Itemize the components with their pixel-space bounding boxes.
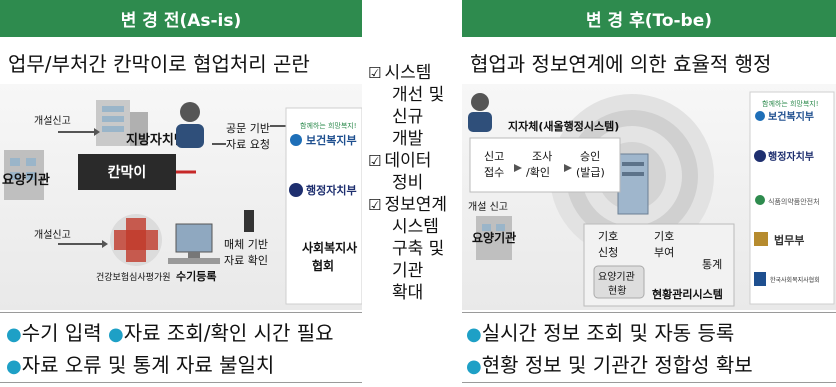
status-line-1: 요양기관 [598,271,635,283]
as-is-diagram: 지방자치단체 요양기관 칸막이 개설신고 개설신고 건강보험심사평가원 공문 기… [2,100,362,305]
local-gov-person-icon [468,93,492,132]
mohw-slogan: 함께하는 희망복지! [762,99,819,108]
as-is-subtitle: 업무/부처간 칸막이로 협업처리 곤란 [8,52,310,76]
manual-entry-label: 수기등록 [176,269,216,283]
as-is-issue-1: 수기 입력 [21,321,102,345]
check-item-2-line-2: 정비 [392,173,424,193]
local-gov-building-icon [96,100,148,146]
code-apply-line-1: 기호 [598,230,618,243]
as-is-bottom-rule [0,382,362,383]
care-org-label: 요양기관 [2,172,50,188]
to-be-header: 변 경 후(To-be) [462,0,836,37]
step-approve-line-1: 승인 [580,150,600,163]
code-assign-line-2: 부여 [654,246,674,259]
officer-person-icon [176,102,204,148]
assoc-line-1: 사회복지사 [302,240,357,255]
as-is-divider [0,312,362,313]
check-item-3-line-2: 시스템 [392,217,439,237]
bullet-dot-icon: ● [108,324,124,345]
hira-logo-icon [110,214,162,266]
mohw-logo-icon [290,134,302,146]
barrier-block [78,154,176,190]
mohw-logo-icon [755,111,765,121]
checkbox-icon: ☑ [368,64,382,82]
status-db-icon [593,265,645,299]
status-system-label: 현황관리시스템 [652,287,723,301]
org-mfds: 식품의약품안전처 [768,197,820,206]
to-be-diagram: 지자체(새올행정시스템) 신고 접수 조사 /확인 승인 (발급) 개설 신고 … [468,91,835,307]
step-check-line-1: 조사 [532,150,552,163]
usb-icon [244,210,254,232]
flow-arrow-2 [564,164,572,172]
server-icon [617,153,649,215]
to-be-benefit-1: 실시간 정보 조회 및 자동 등록 [481,321,735,345]
stats-label: 통계 [702,258,722,271]
check-item-3-line-5: 확대 [392,283,424,303]
mois-logo-icon [754,150,766,162]
assoc-line-2: 협회 [312,258,334,273]
report-arrowhead-2 [102,240,108,248]
kasw-logo-icon [754,272,766,286]
step-receive-line-1: 신고 [484,150,504,163]
doc-request-line-1: 공문 기반 [226,122,270,135]
check-item-3-line-1: 정보연계 [384,195,448,215]
bullet-dot-icon: ● [6,324,22,345]
to-be-bottom-rule [462,382,836,383]
mohw-slogan: 함께하는 희망복지! [300,121,357,130]
care-org-building-icon [476,216,512,260]
approval-flow-box [469,137,621,193]
bullet-dot-icon: ● [6,356,22,377]
check-item-1-line-1: 시스템 [384,63,432,83]
checkbox-icon: ☑ [368,196,382,214]
report-label: 개설 신고 [468,201,508,213]
to-be-benefits: ●실시간 정보 조회 및 자동 등록 ●현황 정보 및 기관간 정합성 확보 [466,318,753,382]
care-org-building-icon [4,150,44,200]
mois-logo-icon [289,183,303,197]
to-be-divider [462,312,836,313]
as-is-header: 변 경 전(As-is) [0,0,362,37]
bullet-dot-icon: ● [466,356,482,377]
mohw-label: 보건복지부 [306,133,357,147]
to-be-subtitle: 협업과 정보연계에 의한 효율적 행정 [470,52,772,76]
computer-icon [168,223,220,264]
improvement-checklist: ☑시스템 개선 및 신규 개발 ☑데이터 정비 ☑정보연계 시스템 구축 및 기… [368,62,463,304]
mois-label: 행정자치부 [306,183,357,197]
media-check-line-1: 매체 기반 [224,238,268,251]
org-mois: 행정자치부 [768,150,814,163]
status-line-2: 현황 [608,285,626,297]
media-check-line-2: 자료 확인 [224,254,268,267]
to-be-benefit-2: 현황 정보 및 기관간 정합성 확보 [481,353,753,377]
code-assign-line-1: 기호 [654,230,674,243]
flow-arrow-1 [514,164,522,172]
hira-label: 건강보험심사평가원 [96,272,171,283]
check-item-1-line-2: 개선 및 [392,85,445,105]
check-item-3-line-4: 기관 [392,261,424,281]
org-moj: 법무부 [774,233,804,247]
step-receive-line-2: 접수 [484,166,504,179]
check-item-1-line-4: 개발 [392,129,424,149]
doc-request-line-2: 자료 요청 [226,138,270,151]
check-item-1-line-3: 신규 [392,107,424,127]
mfds-logo-icon [755,195,765,205]
report-arrowhead-1 [94,128,100,136]
bullet-dot-icon: ● [466,324,482,345]
as-is-issue-3: 자료 오류 및 통계 자료 불일치 [21,353,275,377]
local-system-label: 지자체(새올행정시스템) [508,119,619,133]
as-is-issue-2: 자료 조회/확인 시간 필요 [123,321,334,345]
check-item-2-line-1: 데이터 [384,151,432,171]
org-kasw: 한국사회복지사협회 [770,276,820,284]
report-label-1: 개설신고 [34,115,71,127]
org-mohw: 보건복지부 [768,110,814,123]
check-item-3-line-3: 구축 및 [392,239,445,259]
step-approve-line-2: (발급) [576,166,605,179]
as-is-issues: ●수기 입력 ●자료 조회/확인 시간 필요 ●자료 오류 및 통계 자료 불일… [6,318,334,382]
code-apply-line-2: 신청 [598,246,618,259]
step-check-line-2: /확인 [526,166,550,179]
care-org-label: 요양기관 [472,230,516,245]
report-label-2: 개설신고 [34,229,71,241]
moj-logo-icon [754,232,768,246]
barrier-label: 칸막이 [108,164,147,181]
checkbox-icon: ☑ [368,152,382,170]
